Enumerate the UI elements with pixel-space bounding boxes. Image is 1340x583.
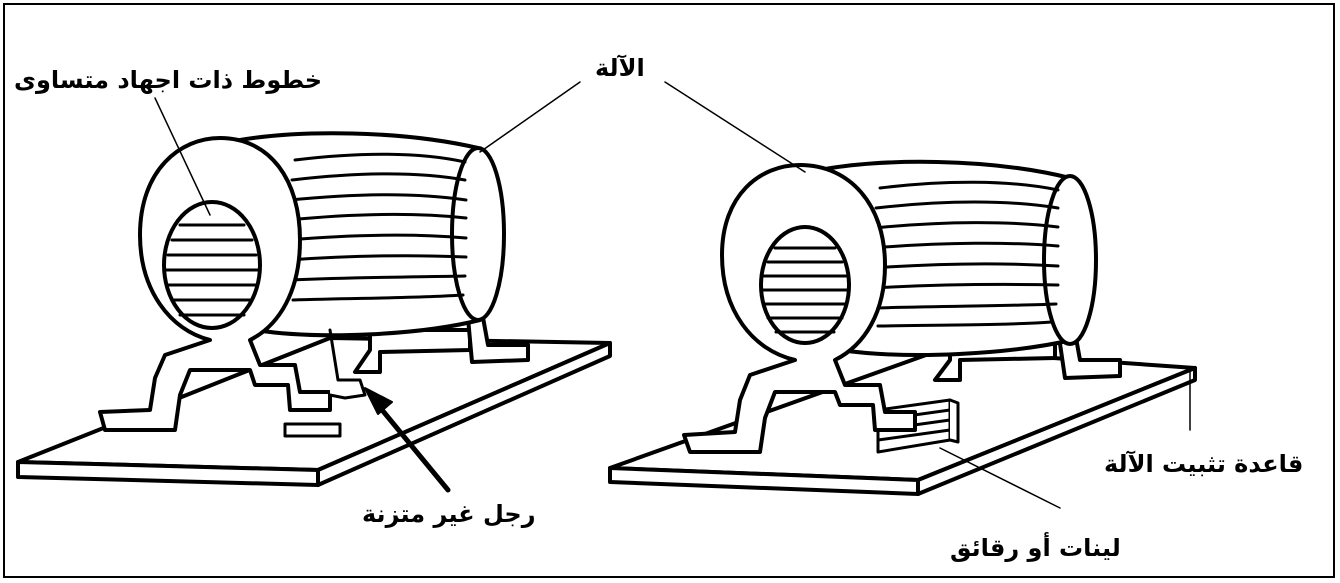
left-motor [16, 131, 612, 487]
label-machine-base: قاعدة تثبيت الآلة [1104, 450, 1304, 478]
right-cooling-fins [870, 180, 1060, 328]
left-cooling-fins [286, 152, 468, 302]
left-vent-lines [164, 223, 260, 317]
right-motor [608, 159, 1197, 496]
leader-lines [154, 81, 1191, 509]
leader-machine-right [664, 81, 806, 173]
right-motor-body [818, 159, 1098, 357]
right-end-bell [682, 163, 917, 454]
label-unbalanced-leg: رجل غير متزنة [362, 500, 536, 528]
left-end-bell [98, 136, 332, 432]
unbalanced-leg-arrow [364, 387, 451, 493]
label-equipotential-lines: خطوط ذات اجهاد متساوى [14, 66, 323, 94]
left-motor-body [238, 131, 506, 338]
label-shims: لينات أو رقائق [950, 534, 1121, 562]
label-machine: الآلة [595, 54, 645, 82]
leader-machine-left [479, 81, 581, 153]
leader-shims [939, 447, 1061, 509]
left-back-feet [353, 283, 530, 374]
right-vent-lines [760, 246, 850, 334]
leader-equipotential-lines [154, 97, 211, 216]
